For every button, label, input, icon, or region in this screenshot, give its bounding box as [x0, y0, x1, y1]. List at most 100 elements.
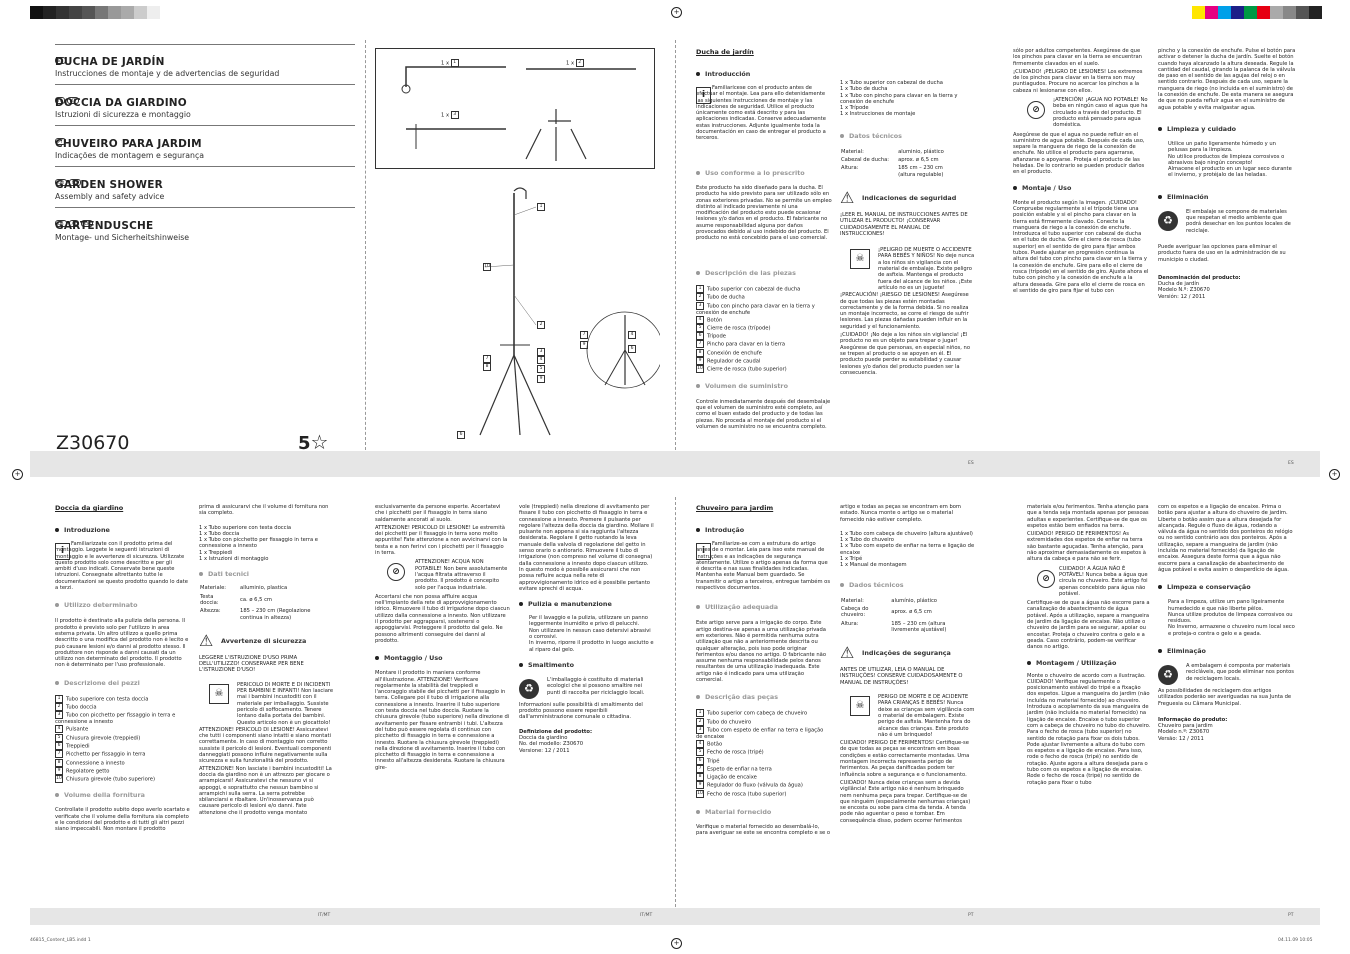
bottom-grey-band — [30, 908, 1320, 925]
cover-panel: ES DUCHA DE JARDÍN Instrucciones de mont… — [55, 44, 355, 249]
registration-mark-left: + — [12, 469, 23, 480]
es-safety-text: ¡LEER EL MANUAL DE INSTRUCCIONES ANTES D… — [840, 211, 968, 237]
it-supply-text: Controllate il prodotto subito dopo aver… — [55, 807, 190, 833]
pt-assembly-text: Monte o chuveiro de acordo com a ilustra… — [1027, 672, 1151, 786]
pt-tech-heading: Dados técnicos — [840, 581, 975, 589]
child-warning-icon: ☠ — [209, 683, 229, 704]
no-drinking-icon: ⊘ — [1027, 101, 1045, 120]
diagram-label: 9 — [580, 341, 588, 349]
language-flags: PT — [55, 128, 68, 147]
it-intro-text: Familiarizzate con il prodotto prima del… — [55, 541, 188, 592]
pt-column-2: artigo e todas as peças se encontram em … — [840, 504, 975, 824]
no-drinking-icon: ⊘ — [387, 563, 405, 582]
pt-clean-list: Para a limpeza, utilize um pano ligeiram… — [1168, 599, 1295, 637]
diagram-label: 6 — [628, 345, 636, 353]
pt-tech-table: Material:alumínio, plástico Cabeça do ch… — [841, 597, 947, 633]
es-intro-heading: Introducción — [696, 70, 832, 78]
no-drinking-icon: ⊘ — [1037, 569, 1055, 588]
diagram-label: 4 — [537, 356, 545, 364]
warning-triangle-icon: ⚠ — [840, 187, 855, 207]
it-col2-text: prima di assicurarvi che il volume di fo… — [199, 504, 329, 517]
pt-col3-warning: CUIDADO! PERIGO DE FERIMENTOS! As extrem… — [1027, 531, 1146, 563]
print-slug-right: 04.11.09 10:05 — [1278, 938, 1313, 943]
es-clean-heading: Limpieza y cuidado — [1158, 125, 1296, 133]
es-disposal-text-2: Puede averiguar las opciones para elimin… — [1158, 243, 1286, 263]
es-intro-text: Familiarícese con el producto antes de e… — [696, 85, 826, 142]
page-label: ES — [1288, 461, 1294, 466]
shower-illustration — [479, 187, 664, 436]
it-section-title: Doccia da giardino — [55, 504, 124, 512]
page-label: PT — [968, 913, 974, 918]
subtitle-de: Montage- und Sicherheitshinweise — [55, 233, 190, 242]
registration-mark-right: + — [1329, 469, 1340, 480]
es-warning-2: ¡PRECAUCIÓN! ¡RIESGO DE LESIONES! Asegúr… — [840, 292, 969, 330]
es-col4-text: pincho y la conexión de enchufe. Pulse e… — [1158, 48, 1296, 111]
diagram-label: 7 — [483, 355, 491, 363]
pt-warning-2: CUIDADO! PERIGO DE FERIMENTOS! Certifiqu… — [840, 740, 970, 778]
color-calibration-bar-left — [30, 6, 160, 19]
pt-use-heading: Utilização adequada — [696, 603, 831, 611]
diagram-label: 6 — [457, 431, 465, 439]
it-warning-1: PERICOLO DI MORTE E DI INCIDENTI PER BAM… — [237, 681, 334, 726]
pt-supply-list: 1 x Tubo com cabeça de chuveiro (altura … — [840, 530, 975, 569]
pt-use-text: Este artigo serve para a irrigação do co… — [696, 620, 827, 684]
it-parts-heading: Descrizione dei pezzi — [55, 679, 190, 687]
pt-safety-heading: ⚠Indicações de segurança — [840, 643, 951, 663]
es-col3-text-2: Asegúrese de que el agua no puede reflui… — [1013, 131, 1145, 176]
es-clean-list: Utilice un paño ligeramente húmedo y un … — [1168, 140, 1292, 179]
es-parts-heading: Descripción de las piezas — [696, 269, 832, 277]
es-assembly-text: Monte el producto según la imagen. ¡CUID… — [1013, 199, 1149, 294]
it-use-heading: Utilizzo determinato — [55, 601, 190, 609]
it-safety-heading: ⚠Avvertenze di sicurezza — [199, 630, 307, 650]
it-col3-text-1: esclusivamente da persone esperte. Accer… — [375, 504, 501, 523]
diagram-label: 9 — [537, 375, 545, 383]
pt-supply-heading: Material fornecido — [696, 808, 831, 816]
it-denomination-heading: Definizione del prodotto: — [519, 728, 593, 735]
it-assembly-heading: Montaggio / Uso — [375, 654, 510, 662]
it-column-4: vole (treppiedi) nella direzione di avvi… — [519, 504, 654, 754]
it-col3-warning: ATTENZIONE! PERICOLO DI LESIONE! Le estr… — [375, 524, 508, 557]
it-assembly-text: Montare il prodotto in maniera conforme … — [375, 670, 510, 771]
title-es: DUCHA DE JARDÍN — [55, 56, 165, 68]
diagram-label: 5 — [537, 365, 545, 373]
child-warning-icon: ☠ — [850, 696, 870, 717]
es-disposal-heading: Eliminación — [1158, 193, 1296, 201]
registration-mark-top: + — [671, 7, 682, 18]
warranty-number: 5 — [298, 433, 311, 454]
title-gb: GARDEN SHOWER — [55, 179, 163, 191]
diagram-label: 2 — [537, 321, 545, 329]
recycle-icon: ♻ — [1158, 665, 1178, 686]
recycle-icon: ♻ — [519, 678, 539, 699]
es-disposal-text: El embalaje se compone de materiales que… — [1186, 208, 1291, 234]
subtitle-it: Istruzioni di sicurezza e montaggio — [55, 110, 191, 119]
it-col4-text: vole (treppiedi) nella direzione di avvi… — [519, 504, 654, 592]
it-supply-heading: Volume della fornitura — [55, 791, 190, 799]
diagram-label: 10 — [483, 263, 491, 271]
it-use-text: Il prodotto è destinato alla pulizia del… — [55, 618, 189, 669]
it-disposal-text: L'imballaggio è costituito di materiali … — [547, 676, 645, 696]
info-icon: i — [696, 87, 711, 104]
color-calibration-bar-right — [1192, 6, 1322, 19]
it-column-3: esclusivamente da persone esperte. Accer… — [375, 504, 510, 771]
subtitle-pt: Indicações de montagem e segurança — [55, 151, 205, 160]
es-tech-table: Material:aluminio, plástico Cabezal de d… — [841, 148, 944, 178]
info-icon: i — [696, 543, 711, 560]
title-de: GARTENDUSCHE — [55, 220, 154, 232]
print-slug-left: 46815_Content_LB5.indd 1 — [30, 938, 91, 943]
es-column-3: sólo por adultos competentes. Asegúrese … — [1013, 48, 1149, 294]
diagram-label: 7 — [580, 331, 588, 339]
it-clean-heading: Pulizia e manutenzione — [519, 600, 654, 608]
divider — [675, 40, 676, 450]
subtitle-gb: Assembly and safety advice — [55, 192, 165, 201]
title-it: DOCCIA DA GIARDINO — [55, 97, 187, 109]
warning-triangle-icon: ⚠ — [199, 630, 214, 650]
es-warning-3: ¡CUIDADO! ¡No deje a los niños sin vigil… — [840, 332, 971, 376]
